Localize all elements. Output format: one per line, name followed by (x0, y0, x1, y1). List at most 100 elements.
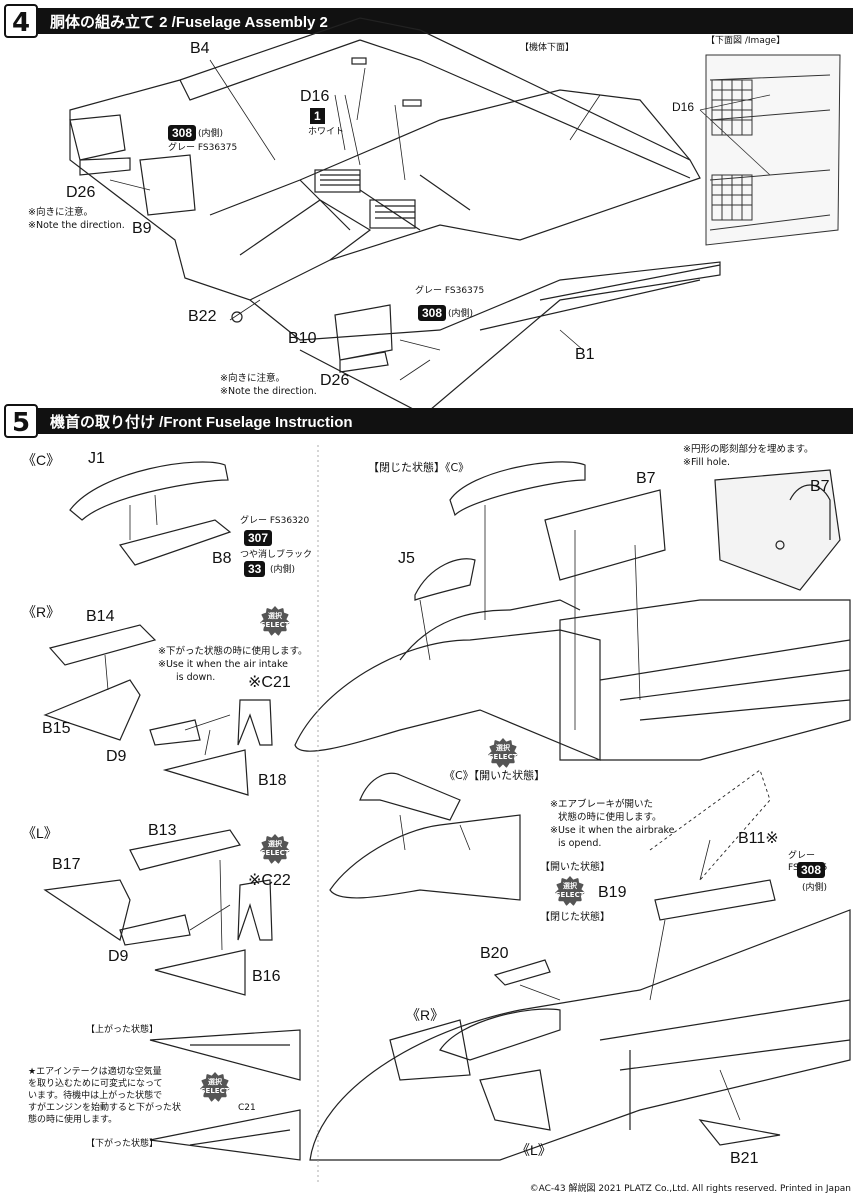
label-b7: B7 (636, 470, 656, 487)
label-b4: B4 (190, 40, 210, 57)
part-b11 (654, 879, 776, 921)
paint-308-bottom-tag: 308 (418, 305, 447, 321)
label-b10: B10 (288, 330, 317, 347)
part-b7 (544, 489, 666, 581)
select-badge-l-ja: 選択 (268, 840, 282, 848)
note-direction-top-en: ※Note the direction. (28, 220, 125, 231)
paint-307-name: グレー FS36320 (240, 516, 310, 526)
step5-number: 5 (4, 404, 38, 438)
intake-l-big (479, 1069, 551, 1131)
part-b18 (162, 749, 249, 796)
part-d9-l (119, 914, 191, 946)
note-airbrake-1: ※エアブレーキが開いた (550, 799, 653, 810)
part-b9 (139, 154, 196, 216)
label-c22: ※C22 (248, 872, 291, 889)
paint-33-tag: 33 (244, 561, 266, 577)
note-airbrake-2: 状態の時に使用します。 (558, 812, 662, 823)
label-d9-l: D9 (108, 948, 129, 965)
note-intake-down-1: ※下がった状態の時に使用します。 (158, 646, 308, 657)
label-b16: B16 (252, 968, 281, 985)
select-badge-r-ja: 選択 (268, 612, 282, 620)
note-direction-bottom: ※向きに注意。 ※Note the direction. (220, 372, 317, 398)
note-direction-top: ※向きに注意。 ※Note the direction. (28, 206, 125, 232)
rear-fuselage-closed (559, 599, 851, 761)
label-c21: ※C21 (248, 674, 291, 691)
label-b15: B15 (42, 720, 71, 737)
note-airbrake-3: ※Use it when the airbrake (550, 825, 675, 836)
part-b10 (334, 304, 393, 373)
note-intake-down: ※下がった状態の時に使用します。 ※Use it when the air in… (158, 645, 308, 684)
label-b7-inset: B7 (810, 478, 830, 495)
intake-note-4: すがエンジンを始動すると下がった状 (28, 1103, 182, 1113)
select-badge-c-ja: 選択 (496, 744, 510, 752)
intake-note-5: 態の時に使用します。 (28, 1115, 118, 1125)
label-b20: B20 (480, 945, 509, 962)
note-fill-ja: ※円形の彫刻部分を埋めます。 (683, 444, 814, 455)
label-d26-bottom: D26 (320, 372, 350, 389)
label-c-mark: 《C》 (22, 452, 61, 468)
note-airbrake: ※エアブレーキが開いた 状態の時に使用します。 ※Use it when the… (550, 798, 675, 850)
step5-title: 機首の取り付け /Front Fuselage Instruction (50, 414, 353, 431)
label-b21: B21 (730, 1150, 759, 1167)
nose-closed (294, 629, 601, 761)
part-b8 (118, 519, 232, 566)
select-badge-airbrake-en: SELECT (555, 891, 585, 899)
paint-308-tag: 308 (797, 862, 826, 878)
label-b14: B14 (86, 608, 115, 625)
label-d16-image: D16 (672, 100, 695, 114)
part-b21 (698, 1119, 781, 1146)
paint-33-name: つや消しブラック (240, 550, 313, 560)
label-d9-r: D9 (106, 748, 127, 765)
b7-inset-drawing (714, 469, 841, 591)
fuselage-b4-drawing (69, 17, 701, 301)
label-l-mark: 《L》 (22, 825, 58, 841)
label-r-mark-big: 《R》 (406, 1007, 445, 1023)
paint-33-suffix: (内側) (270, 565, 296, 575)
state-closed: 【閉じた状態】 (540, 912, 610, 923)
bay-grid-1 (314, 169, 361, 193)
part-b22 (231, 311, 243, 323)
select-badge-c-en: SELECT (488, 753, 518, 761)
label-c21-small: C21 (238, 1103, 256, 1113)
paint-308-bottom-suffix: (内側) (448, 309, 474, 319)
label-r-mark: 《R》 (22, 604, 61, 620)
note-direction-bottom-en: ※Note the direction. (220, 386, 317, 397)
label-j5: J5 (398, 550, 415, 567)
paint-1-name: ホワイト (308, 127, 345, 137)
intake-note-1: ★エアインテークは適切な空気量 (28, 1067, 162, 1077)
label-b13: B13 (148, 822, 177, 839)
part-c21 (237, 699, 273, 746)
paint-308-top-suffix: (内側) (198, 129, 224, 139)
copyright-footer: ©AC-43 解説図 2021 PLATZ Co.,Ltd. All right… (529, 1184, 851, 1194)
nose-big (309, 909, 851, 1161)
part-b15 (43, 679, 141, 741)
intake-note-2: を取り込むために可変式になって (28, 1079, 163, 1089)
part-b13 (129, 829, 241, 871)
part-d9-r (149, 719, 201, 746)
note-direction-top-ja: ※向きに注意。 (28, 207, 93, 218)
part-j5 (414, 558, 476, 601)
canopy-big (439, 1008, 561, 1061)
intake-note-3: います。待機中は上がった状態で (28, 1091, 163, 1101)
select-badge-l-en: SELECT (260, 849, 290, 857)
label-b19: B19 (598, 884, 627, 901)
label-j1: J1 (88, 450, 105, 467)
label-closed-c: 【閉じた状態】《C》 (368, 461, 470, 474)
label-l-mark-big: 《L》 (516, 1142, 552, 1158)
part-b20 (493, 959, 551, 986)
select-badge-intake-ja: 選択 (208, 1078, 222, 1086)
label-image: 【下面図 /Image】 (706, 36, 786, 46)
paint-308-top-name: グレー FS36375 (168, 143, 238, 153)
paint-308-bottom-name: グレー FS36375 (415, 286, 485, 296)
note-intake-down-3: is down. (176, 672, 216, 683)
part-b16 (154, 949, 246, 996)
step5-header: 5 機首の取り付け /Front Fuselage Instruction (4, 404, 853, 438)
label-b11: B11※ (738, 830, 779, 847)
intake-note: ★エアインテークは適切な空気量 を取り込むために可変式になって います。待機中は… (28, 1066, 181, 1126)
part-b17 (43, 879, 131, 941)
canopy-closed (449, 461, 586, 517)
part-c22 (237, 879, 273, 941)
step4-title: 胴体の組み立て 2 /Fuselage Assembly 2 (50, 14, 328, 31)
step4-header: 4 胴体の組み立て 2 /Fuselage Assembly 2 (4, 4, 853, 38)
